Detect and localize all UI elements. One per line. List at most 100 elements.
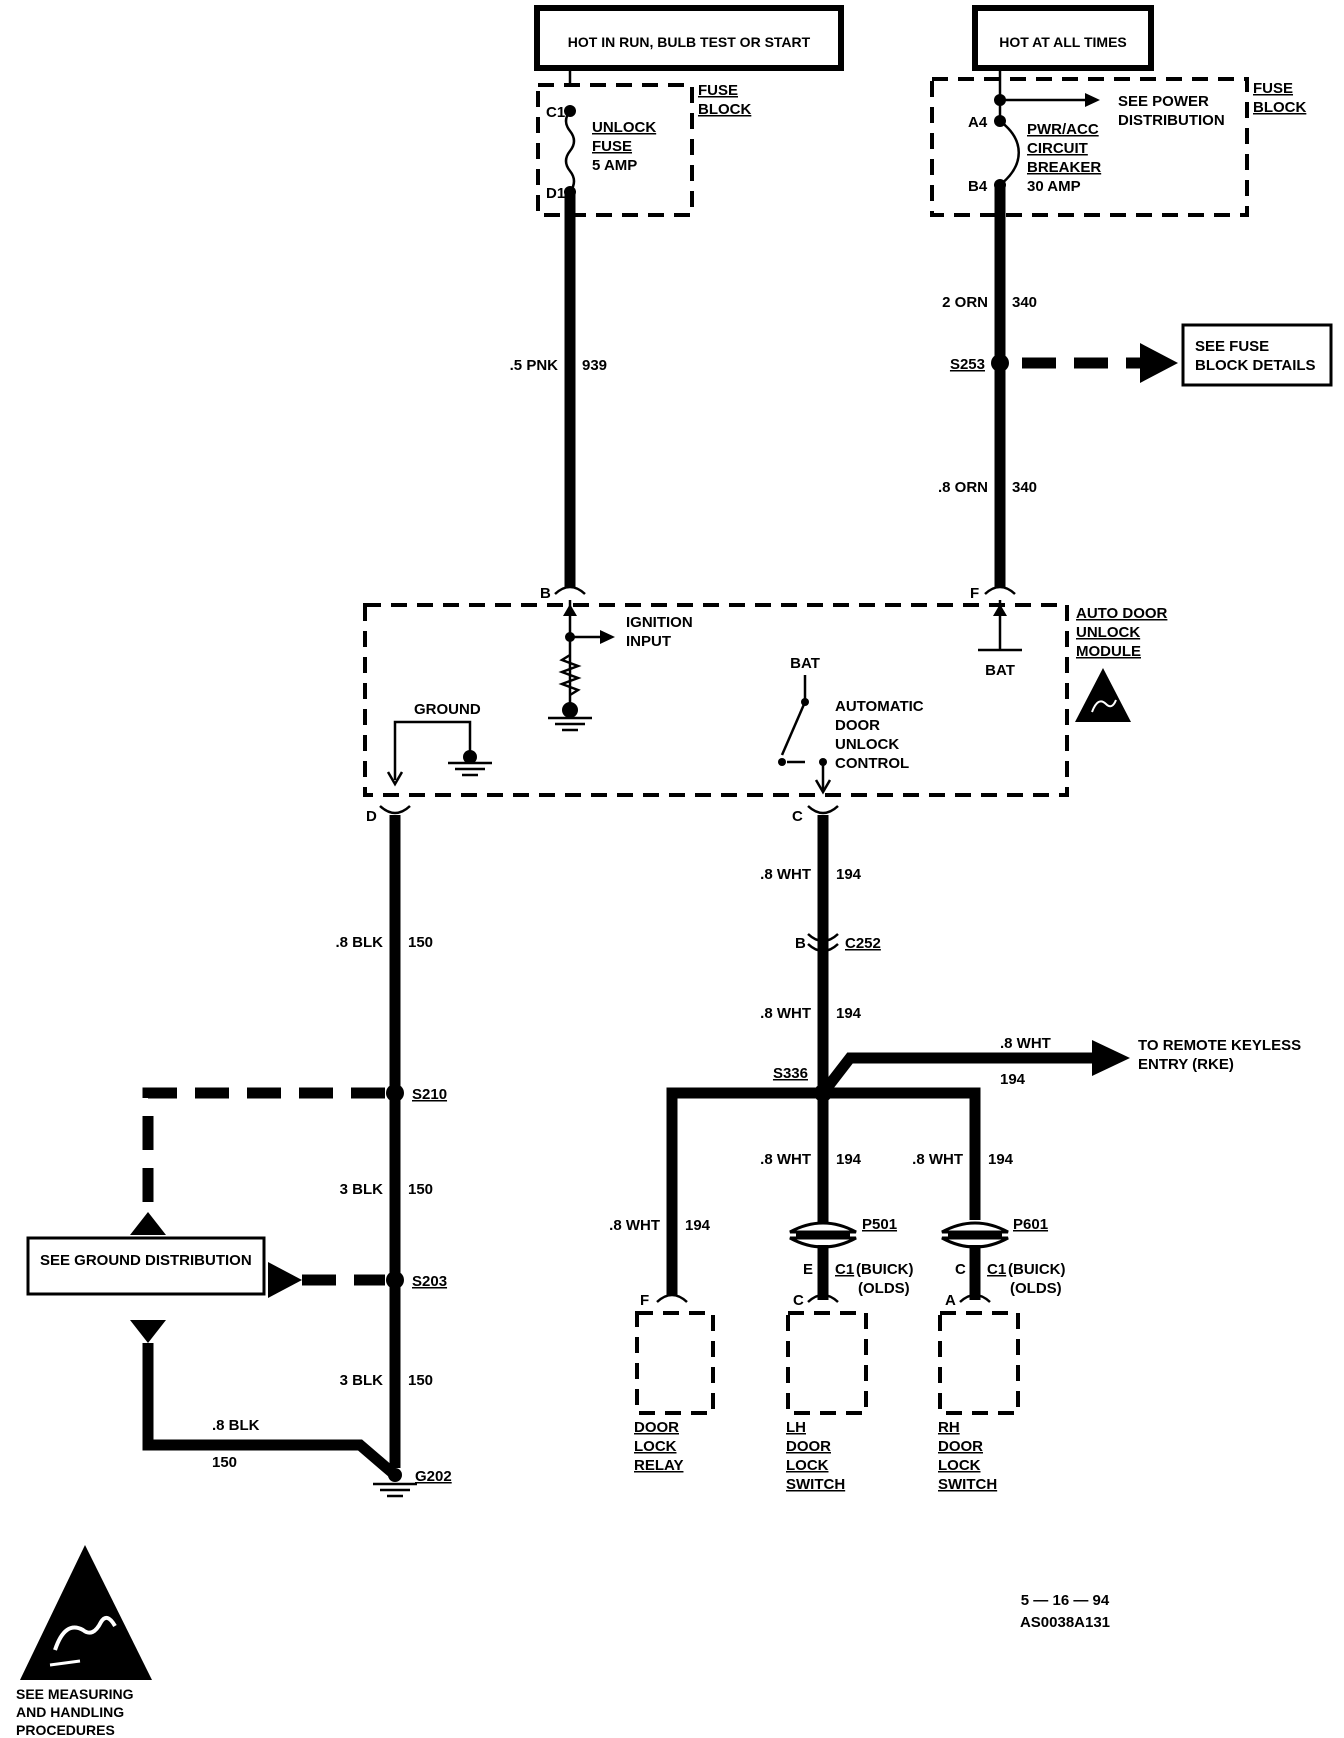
rh-switch-label-2: DOOR: [938, 1438, 983, 1455]
splice-s253: [991, 354, 1009, 372]
module-title-3: MODULE: [1076, 643, 1141, 660]
connector-p501-label: P501: [862, 1216, 897, 1233]
relay-label-2: LOCK: [634, 1438, 677, 1455]
wire-rke-circuit: 194: [1000, 1071, 1026, 1088]
rh-pin-c: C: [955, 1261, 966, 1278]
arrow-down-icon: [130, 1320, 166, 1343]
lh-switch-label-2: DOOR: [786, 1438, 831, 1455]
wire-150-ground-color: .8 BLK: [212, 1417, 260, 1434]
wire-150-low-circuit: 150: [408, 1372, 433, 1389]
rke-label-2: ENTRY (RKE): [1138, 1056, 1234, 1073]
wire-194-upper-circuit: 194: [836, 866, 862, 883]
arrow-right-icon: [1092, 1040, 1130, 1076]
fuse-pin-d1: D1: [546, 185, 565, 202]
relay-pin-f: F: [640, 1292, 649, 1309]
esd-note-2: AND HANDLING: [16, 1704, 124, 1720]
ignition-input-1: IGNITION: [626, 614, 693, 631]
arrow-right-icon: [600, 630, 615, 644]
see-fuse-details-2: BLOCK DETAILS: [1195, 357, 1316, 374]
hot-in-run-label: HOT IN RUN, BULB TEST OR START: [568, 34, 811, 50]
control-label-3: UNLOCK: [835, 736, 899, 753]
ground-icon: [373, 1482, 417, 1498]
control-label-4: CONTROL: [835, 755, 909, 772]
see-fuse-details-1: SEE FUSE: [1195, 338, 1269, 355]
wire-340-lower-circuit: 340: [1012, 479, 1037, 496]
fuse-block-left-title-2: BLOCK: [698, 101, 751, 118]
wire-lh-circuit: 194: [836, 1151, 862, 1168]
splice-s203-label: S203: [412, 1273, 447, 1290]
connector-p601-label: P601: [1013, 1216, 1048, 1233]
breaker-pin-a4: A4: [968, 114, 988, 131]
wire-relay-circuit: 194: [685, 1217, 711, 1234]
unlock-fuse-rating: 5 AMP: [592, 157, 637, 174]
rke-label-1: TO REMOTE KEYLESS: [1138, 1037, 1301, 1054]
fuse-pin-c1: C1: [546, 104, 565, 121]
rh-olds-label: (OLDS): [1010, 1280, 1062, 1297]
wire-rh-color: .8 WHT: [912, 1151, 963, 1168]
see-ground-dist-box: SEE GROUND DISTRIBUTION: [26, 1236, 266, 1296]
wire-rh-circuit: 194: [988, 1151, 1014, 1168]
module-pin-d: D: [366, 808, 377, 825]
arrow-right-icon: [268, 1262, 302, 1298]
wire-340-upper-color: 2 ORN: [942, 294, 988, 311]
wire-150-ground-circuit: 150: [212, 1454, 237, 1471]
wire-150-mid-color: 3 BLK: [340, 1181, 384, 1198]
connector-p501: P501: [789, 1216, 897, 1249]
lh-switch-label-4: SWITCH: [786, 1476, 845, 1493]
esd-note-3: PROCEDURES: [16, 1722, 115, 1738]
rh-c1-label: C1: [987, 1261, 1006, 1278]
lh-pin-c: C: [793, 1292, 804, 1309]
connector-p601: P601: [941, 1216, 1048, 1249]
wire-relay-color: .8 WHT: [609, 1217, 660, 1234]
connector-c252: [807, 933, 839, 943]
rh-switch-label-4: SWITCH: [938, 1476, 997, 1493]
wire-lh-color: .8 WHT: [760, 1151, 811, 1168]
relay-label-1: DOOR: [634, 1419, 679, 1436]
hot-at-all-times-label: HOT AT ALL TIMES: [999, 34, 1127, 50]
lh-pin-e: E: [803, 1261, 813, 1278]
rh-switch-label-3: LOCK: [938, 1457, 981, 1474]
hot-at-all-times-box: HOT AT ALL TIMES: [972, 5, 1154, 71]
wire-194-mid-circuit: 194: [836, 1005, 862, 1022]
esd-note-1: SEE MEASURING: [16, 1686, 134, 1702]
rh-pin-a: A: [945, 1292, 956, 1309]
wire-150-top-circuit: 150: [408, 934, 433, 951]
see-ground-dist-label: SEE GROUND DISTRIBUTION: [40, 1252, 252, 1269]
splice-s336-label: S336: [773, 1065, 808, 1082]
circuit-breaker-icon: [999, 120, 1020, 186]
rh-switch-label-1: RH: [938, 1419, 960, 1436]
splice-s210-label: S210: [412, 1086, 447, 1103]
ground-g202-label: G202: [415, 1468, 452, 1485]
wire-150-low-color: 3 BLK: [340, 1372, 384, 1389]
lh-olds-label: (OLDS): [858, 1280, 910, 1297]
module-title-2: UNLOCK: [1076, 624, 1140, 641]
footer-code: AS0038A131: [1020, 1614, 1110, 1631]
resistor-icon: [558, 653, 582, 697]
relay-label-3: RELAY: [634, 1457, 683, 1474]
lh-switch-label-1: LH: [786, 1419, 806, 1436]
module-pin-b: B: [540, 585, 551, 602]
ground-icon: [548, 716, 592, 732]
lh-door-lock-switch: LH DOOR LOCK SWITCH: [786, 1311, 868, 1493]
see-fuse-details-box: SEE FUSE BLOCK DETAILS: [1181, 323, 1333, 387]
see-power-dist-2: DISTRIBUTION: [1118, 112, 1225, 129]
breaker-label-1: PWR/ACC: [1027, 121, 1099, 138]
module-ground-label: GROUND: [414, 701, 481, 718]
lh-buick-label: (BUICK): [856, 1261, 914, 1278]
fuse-block-right-title-2: BLOCK: [1253, 99, 1306, 116]
connector-c252-pin: B: [795, 935, 806, 952]
wire-rke-color: .8 WHT: [1000, 1035, 1051, 1052]
module-pin-c: C: [792, 808, 803, 825]
rh-buick-label: (BUICK): [1008, 1261, 1066, 1278]
module-title-1: AUTO DOOR: [1076, 605, 1168, 622]
auto-door-unlock-module: AUTO DOOR UNLOCK MODULE B IGNITION INPUT…: [363, 585, 1168, 825]
unlock-fuse-label-1: UNLOCK: [592, 119, 656, 136]
wire-939-circuit: 939: [582, 357, 607, 374]
module-bat-switch: BAT: [790, 655, 820, 672]
wire-194-mid-color: .8 WHT: [760, 1005, 811, 1022]
breaker-rating: 30 AMP: [1027, 178, 1081, 195]
splice-s203: [386, 1271, 404, 1289]
module-bat-right: BAT: [985, 662, 1015, 679]
wire-340-lower-color: .8 ORN: [938, 479, 988, 496]
unlock-fuse-label-2: FUSE: [592, 138, 632, 155]
